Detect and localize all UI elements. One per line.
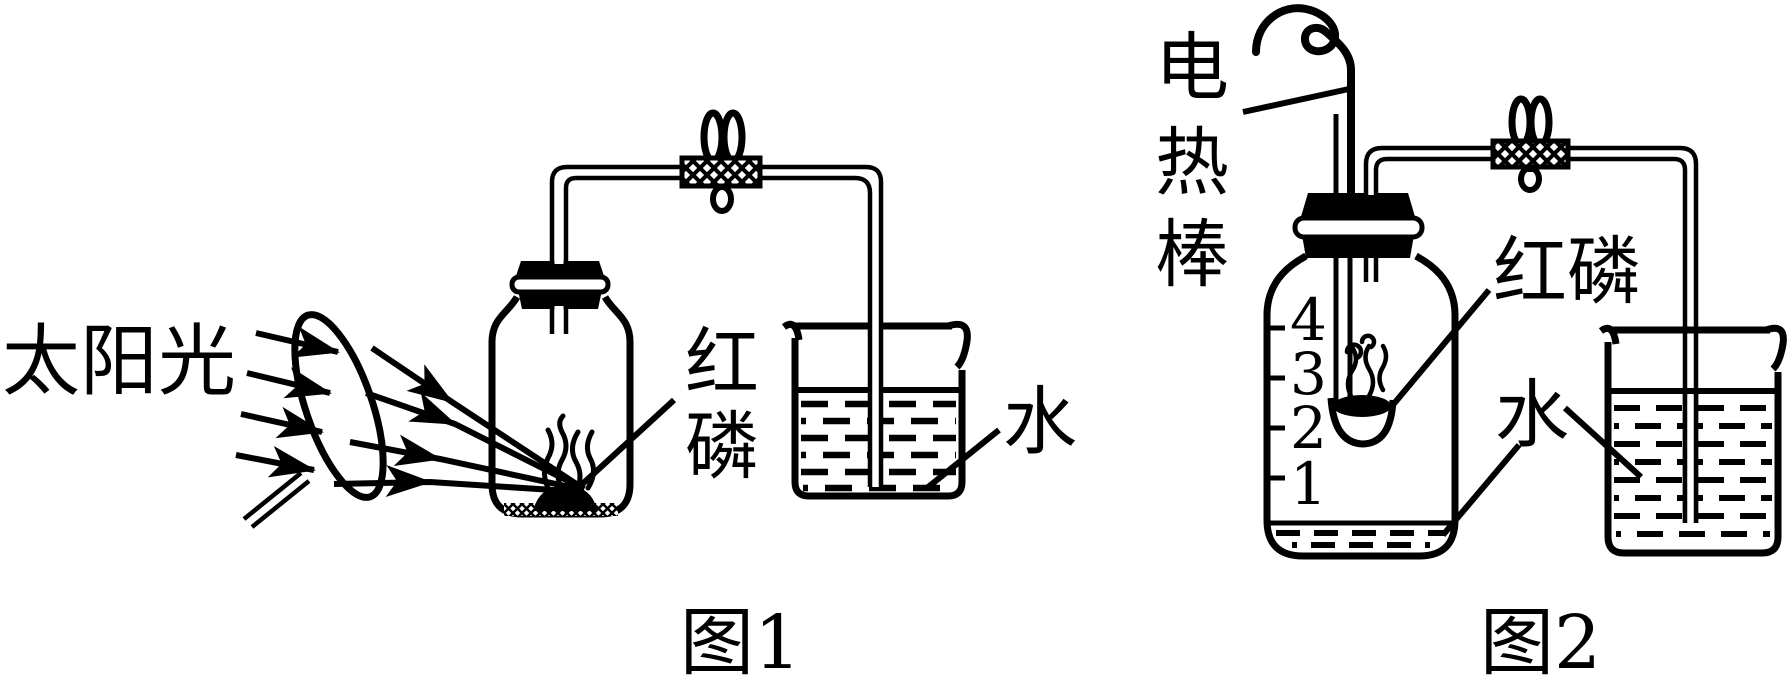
fig2-red-phosphorus-leader bbox=[1389, 288, 1492, 408]
fig2-scale-ticks bbox=[1267, 325, 1285, 481]
fig1-pinch-clamp-icon bbox=[679, 109, 763, 214]
fig2-beaker bbox=[1598, 324, 1787, 557]
fig2-red-phosphorus-label: 红磷 bbox=[1493, 229, 1641, 315]
fig2-bottle-water bbox=[1270, 520, 1452, 548]
fig2-heater-rod-icon bbox=[1252, 4, 1355, 200]
svg-text:电: 电 bbox=[1155, 25, 1229, 111]
figure2: 电 热 棒 4 3 2 1 bbox=[1155, 4, 1787, 682]
fig2-gas-tube bbox=[1363, 145, 1699, 523]
fig2-heater-label: 电 热 棒 bbox=[1155, 25, 1229, 298]
fig2-stopper bbox=[1292, 193, 1425, 258]
fig1-stopper bbox=[509, 261, 611, 309]
svg-text:2: 2 bbox=[1290, 394, 1327, 462]
fig1-red-phosphorus-leader bbox=[574, 397, 677, 492]
fig2-smoke-icon bbox=[1344, 333, 1389, 401]
svg-text:磷: 磷 bbox=[685, 404, 759, 490]
svg-text:4: 4 bbox=[1290, 286, 1327, 354]
fig2-water-leader-bottle bbox=[1440, 443, 1522, 537]
fig1-red-phosphorus-label: 红 磷 bbox=[685, 320, 759, 490]
fig2-gas-bottle: 4 3 2 1 bbox=[1263, 252, 1459, 560]
fig2-red-phosphorus-lump bbox=[1333, 395, 1391, 417]
svg-text:热: 热 bbox=[1155, 120, 1229, 206]
figure1: 太阳光 bbox=[2, 109, 1077, 682]
fig1-water-leader bbox=[925, 427, 1001, 491]
svg-text:3: 3 bbox=[1290, 340, 1327, 408]
fig2-scale-numbers: 4 3 2 1 bbox=[1290, 286, 1327, 518]
fig2-caption: 图2 bbox=[1480, 600, 1601, 682]
svg-text:红: 红 bbox=[685, 320, 759, 406]
fig2-water-leader-beaker bbox=[1562, 405, 1644, 480]
fig1-water-label: 水 bbox=[1003, 379, 1077, 465]
sunlight-label: 太阳光 bbox=[2, 317, 236, 407]
fig1-tube-stub bbox=[549, 306, 569, 334]
fig1-caption: 图1 bbox=[680, 600, 801, 682]
svg-text:1: 1 bbox=[1290, 450, 1327, 518]
fig2-spoon bbox=[1327, 397, 1397, 448]
fig1-focused-rays bbox=[333, 345, 586, 498]
fig2-water-label: 水 bbox=[1495, 372, 1569, 458]
fig2-rod-inside bbox=[1327, 258, 1397, 448]
fig1-magnifier-icon bbox=[242, 311, 387, 529]
fig2-tube-stub bbox=[1363, 258, 1379, 282]
fig2-pinch-clamp-icon bbox=[1490, 95, 1571, 193]
fig2-heater-leader bbox=[1242, 86, 1350, 115]
fig2-tube-tip bbox=[1682, 393, 1699, 523]
svg-text:棒: 棒 bbox=[1155, 212, 1229, 298]
